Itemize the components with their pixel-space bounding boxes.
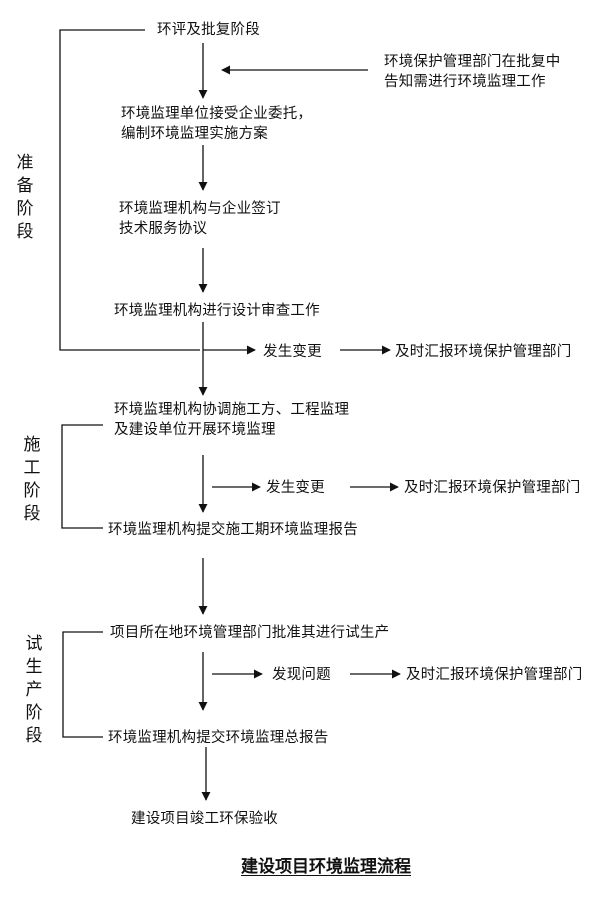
step-final-report: 环境监理机构提交环境监理总报告 [108,730,329,746]
stage-label-prep: 准备阶段 [16,153,34,242]
step-design-review: 环境监理机构进行设计审查工作 [114,303,320,319]
construction-change-label: 发生变更 [266,480,325,496]
notice-line-2: 告知需进行环境监理工作 [384,74,546,90]
step-accept-commission-line-1: 环境监理单位接受企业委托， [121,106,313,122]
trial-issue-label: 发现问题 [272,667,331,683]
step-construction-report: 环境监理机构提交施工期环境监理报告 [108,522,358,538]
construction-report-label: 及时汇报环境保护管理部门 [404,480,581,496]
trial-report-label: 及时汇报环境保护管理部门 [406,667,583,683]
stage-label-construction: 施工阶段 [23,435,41,524]
step-sign-agreement-line-2: 技术服务协议 [119,221,208,237]
step-coordinate-line-1: 环境监理机构协调施工方、工程监理 [114,402,350,418]
notice-line-1: 环境保护管理部门在批复中 [384,54,561,70]
prep-stage-bracket [59,29,200,351]
trial-stage-bracket [62,631,103,738]
step-coordinate-line-2: 及建设单位开展环境监理 [114,422,276,438]
step-trial-approval: 项目所在地环境管理部门批准其进行试生产 [110,625,390,641]
stage-label-trial: 试生产阶段 [25,634,43,746]
step-accept-commission-line-2: 编制环境监理实施方案 [121,126,268,142]
prep-report-label: 及时汇报环境保护管理部门 [395,344,572,360]
prep-change-label: 发生变更 [263,344,322,360]
step-eia-approval: 环评及批复阶段 [157,22,260,38]
construction-stage-bracket [61,424,103,529]
step-acceptance: 建设项目竣工环保验收 [131,811,278,827]
diagram-title: 建设项目环境监理流程 [241,857,411,877]
step-sign-agreement-line-1: 环境监理机构与企业签订 [119,201,281,217]
